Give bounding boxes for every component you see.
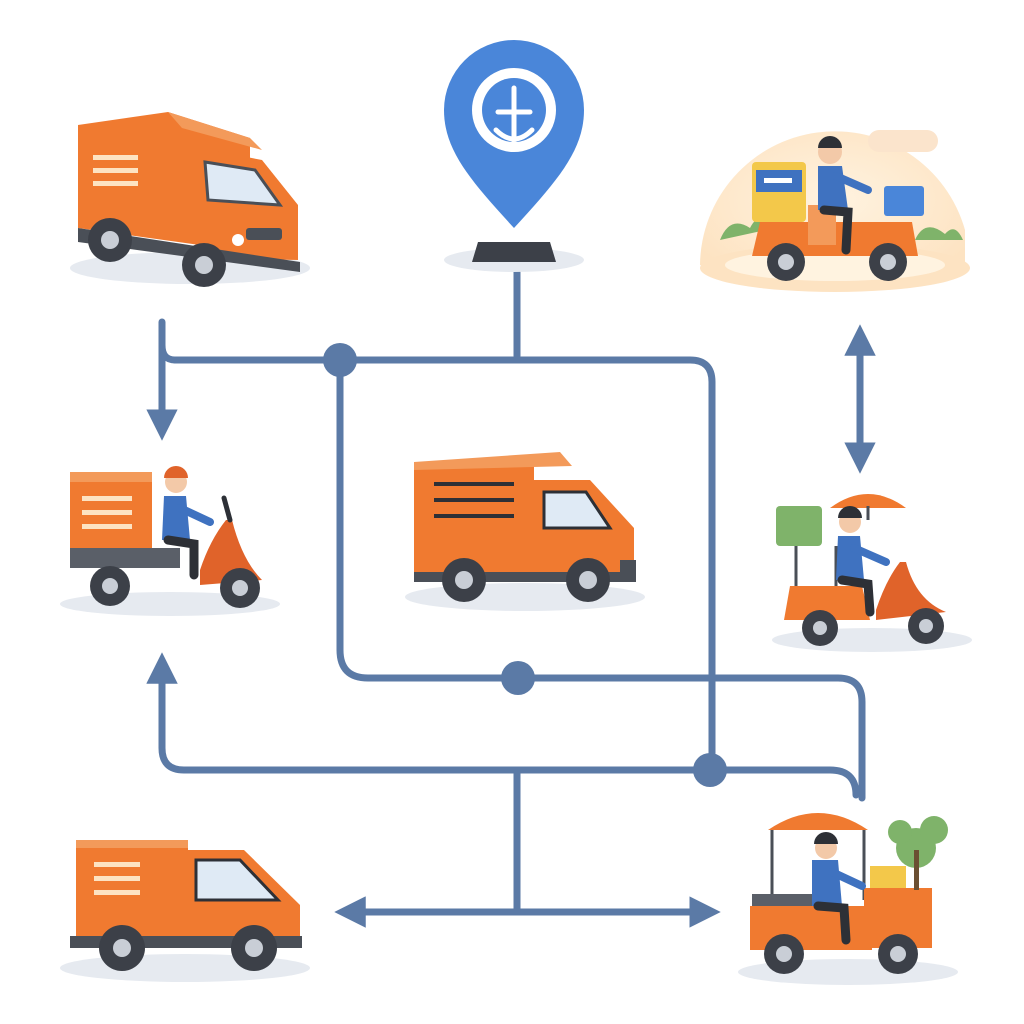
route-network [146, 258, 876, 928]
route-top-bar [171, 356, 716, 774]
junction-node-middle [501, 661, 535, 695]
cargo-scooter-icon [60, 466, 280, 616]
umbrella-scooter-icon [772, 494, 972, 652]
cargo-cart-icon [700, 130, 970, 292]
map-pin-icon [444, 40, 584, 272]
box-truck-icon [60, 840, 310, 982]
junction-node-top [323, 343, 357, 377]
umbrella-cart-icon [738, 813, 958, 985]
route-inner-loop [336, 356, 866, 802]
route-bottom-bar [146, 652, 860, 799]
delivery-van-icon [70, 112, 310, 287]
box-truck-icon [405, 452, 645, 611]
junction-node-right [693, 753, 727, 787]
